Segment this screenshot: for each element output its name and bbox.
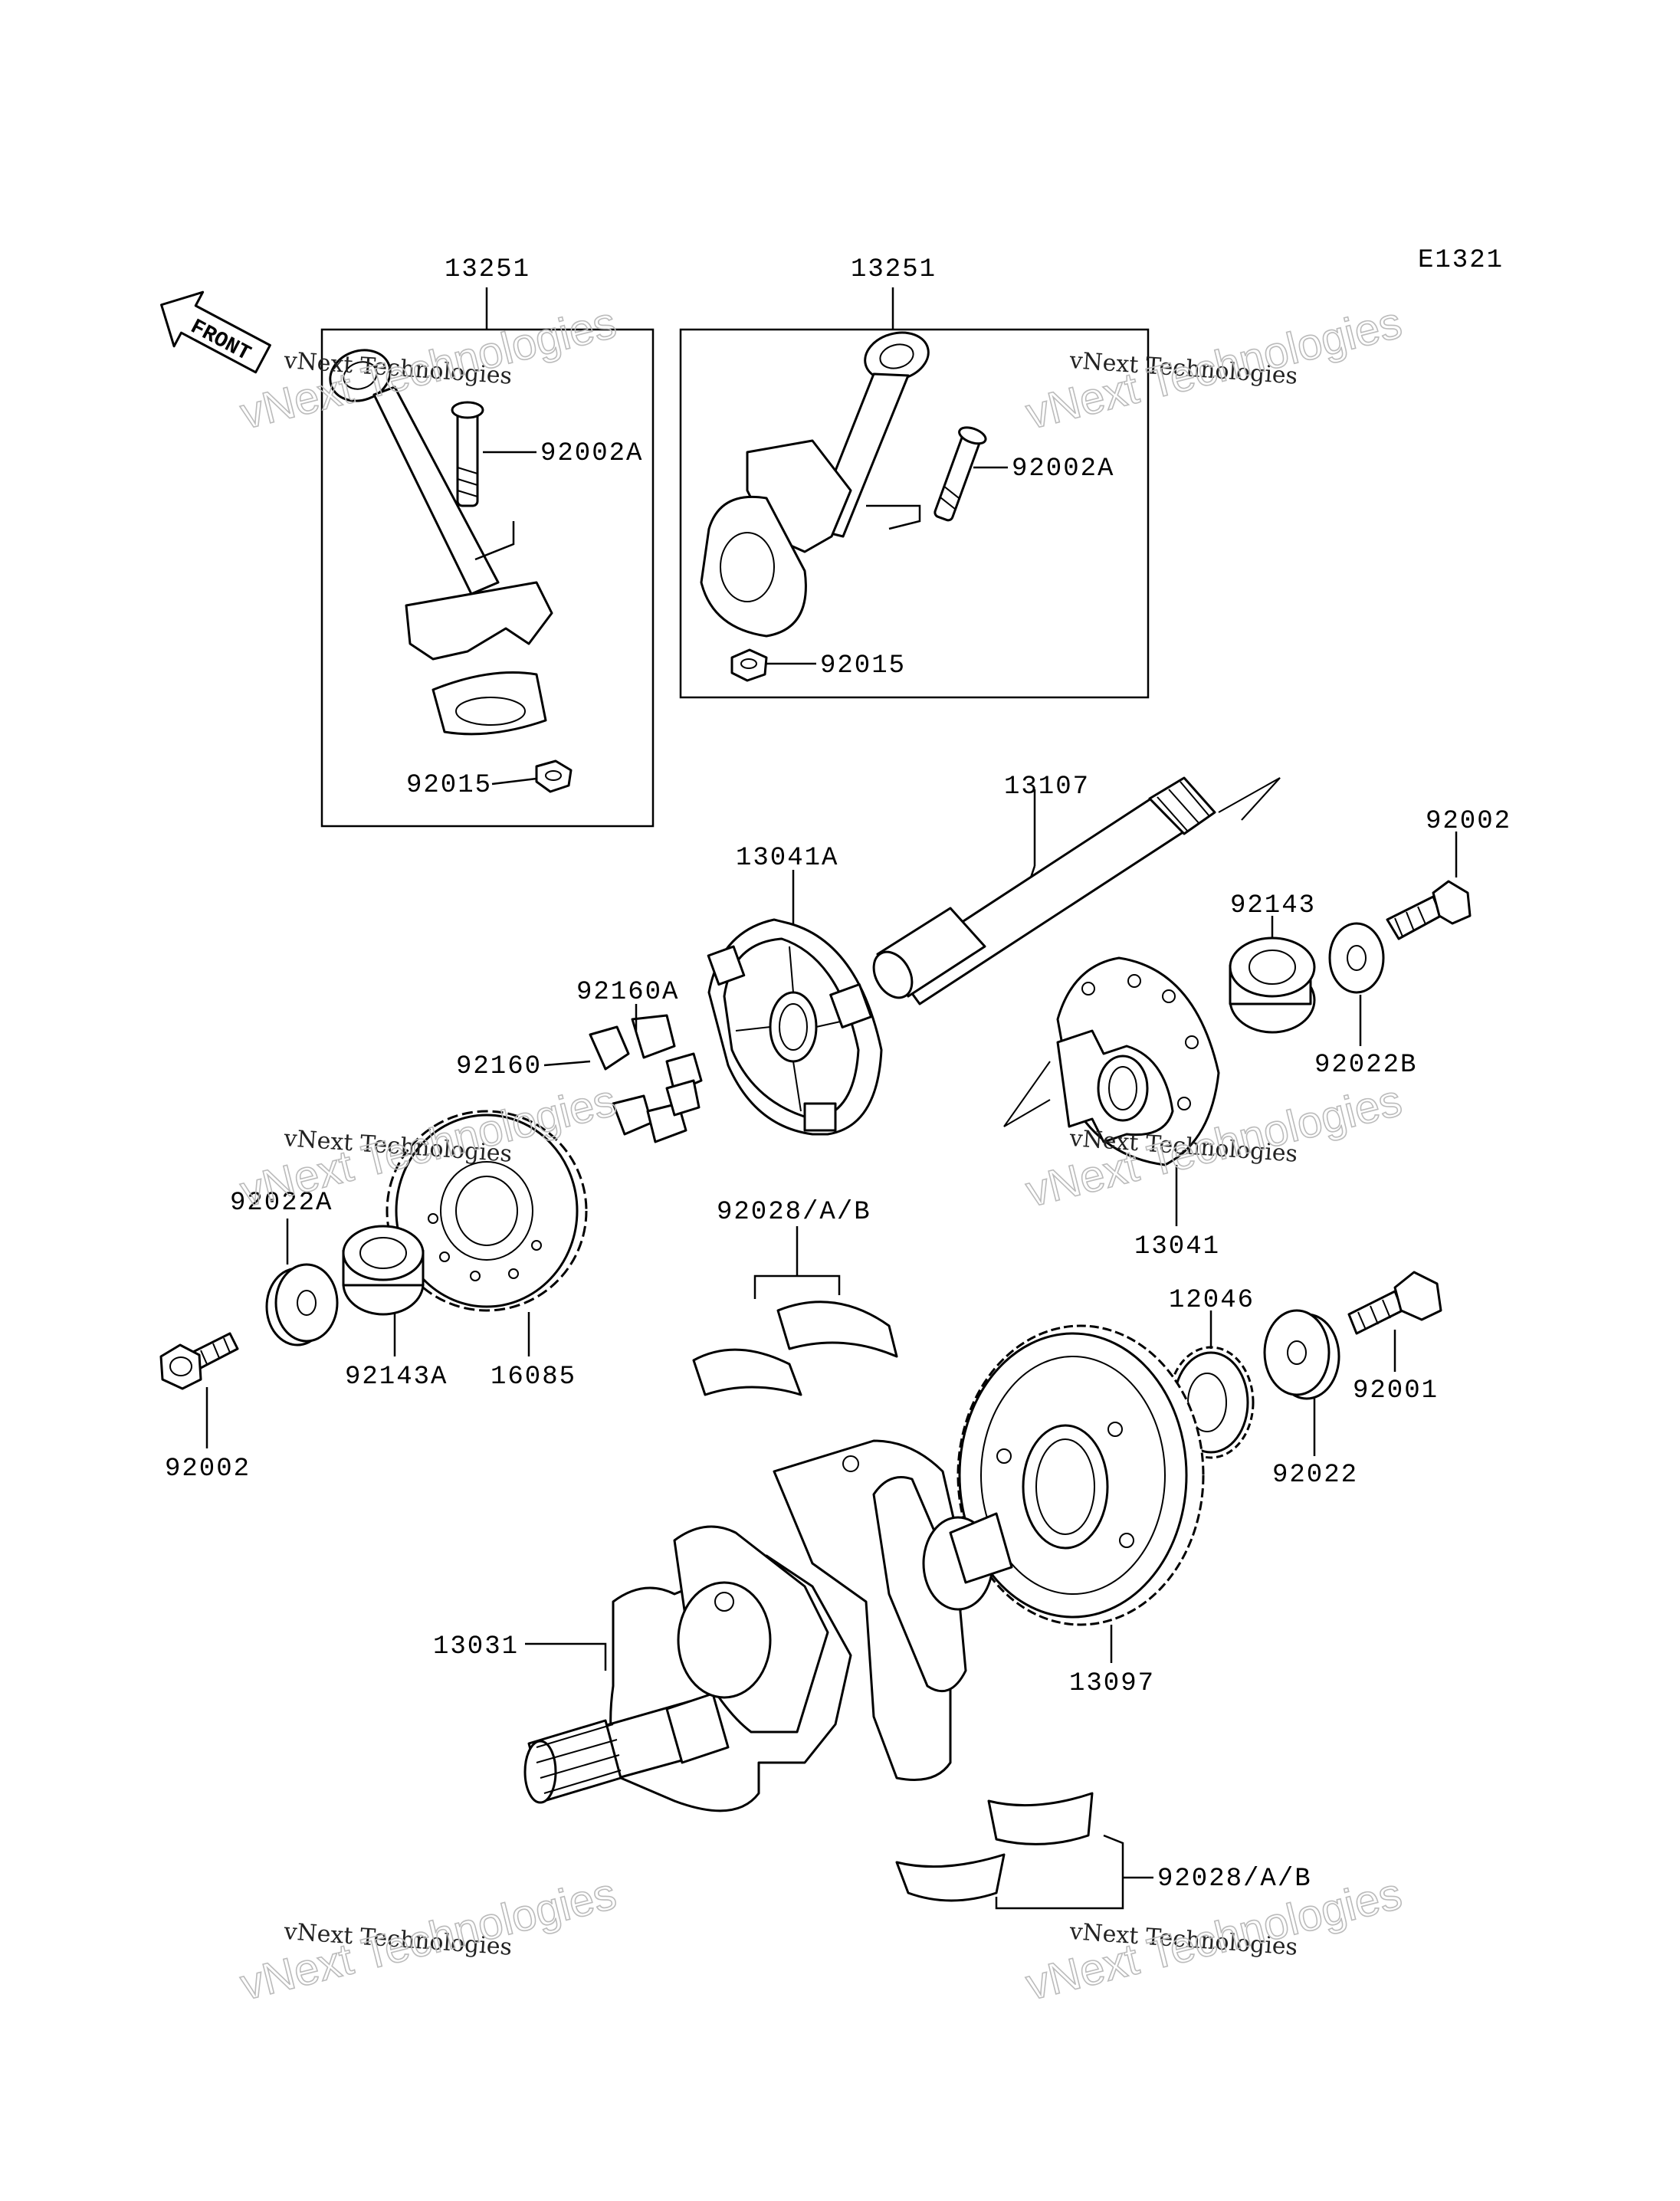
- coupling: [1003, 956, 1220, 1166]
- bolt-right-low: [1347, 1271, 1442, 1335]
- label-bolt-right-low: 92001: [1353, 1376, 1439, 1406]
- washer-b: [1328, 922, 1385, 994]
- collar-a: [342, 1225, 425, 1316]
- watermark-bottom-left: vNext Technologies vNext Technologies: [235, 1868, 622, 2010]
- label-sprocket: 16085: [491, 1363, 576, 1392]
- label-shaft: 13107: [1004, 772, 1090, 802]
- label-rod-left: 13251: [445, 255, 530, 284]
- bolt-top-right: [1386, 880, 1472, 940]
- label-washer-b: 92022B: [1314, 1051, 1417, 1080]
- diagram-code: E1321: [1418, 246, 1504, 275]
- bolt-right: [934, 426, 987, 522]
- nut-right: [730, 648, 768, 682]
- watermark-top-left: vNext Technologies vNext Technologies: [235, 297, 622, 439]
- rod-assembly-right-box: [679, 328, 1150, 699]
- collar-top: [1229, 936, 1316, 1034]
- bolt-left-low: [159, 1332, 239, 1390]
- connecting-rod-left: [329, 349, 553, 736]
- label-bolt-left-low: 92002: [165, 1455, 251, 1484]
- washer-a: [265, 1263, 339, 1347]
- label-bolt-right: 92002A: [1012, 454, 1114, 484]
- bearing-upper: [692, 1301, 898, 1396]
- label-washer-a: 92022A: [230, 1189, 333, 1218]
- label-collar-a: 92143A: [345, 1363, 448, 1392]
- label-nut-right: 92015: [820, 651, 906, 681]
- bolt-left: [451, 401, 484, 507]
- label-rod-right: 13251: [851, 255, 937, 284]
- label-washer: 92022: [1272, 1461, 1358, 1490]
- nut-left: [535, 759, 573, 793]
- label-collar-top: 92143: [1230, 891, 1316, 920]
- crankshaft: [523, 1439, 1013, 1812]
- front-arrow-icon: FRONT: [160, 290, 271, 374]
- label-gear-large: 13097: [1069, 1669, 1155, 1698]
- washer: [1263, 1309, 1340, 1400]
- label-crankshaft: 13031: [433, 1632, 519, 1661]
- connecting-rod-right: [700, 331, 930, 638]
- label-bearing-lower: 92028/A/B: [1157, 1865, 1312, 1894]
- sprocket: [386, 1110, 588, 1312]
- label-coupling-a: 13041A: [736, 844, 838, 873]
- gear-large: [956, 1324, 1205, 1626]
- shaft: [872, 776, 1281, 1005]
- label-damper-a: 92160A: [576, 978, 679, 1007]
- label-bolt-left: 92002A: [540, 439, 643, 468]
- watermark-top-right: vNext Technologies vNext Technologies: [1021, 297, 1407, 439]
- bearing-lower: [895, 1792, 1094, 1902]
- label-nut-left: 92015: [406, 771, 492, 800]
- label-damper: 92160: [456, 1052, 542, 1081]
- coupling-a: [707, 918, 883, 1136]
- damper-rubbers: [589, 1014, 703, 1143]
- label-gear-small: 12046: [1169, 1286, 1255, 1315]
- label-coupling: 13041: [1134, 1232, 1220, 1261]
- label-bolt-top-right: 92002: [1426, 807, 1511, 836]
- label-bearing-upper: 92028/A/B: [717, 1198, 871, 1227]
